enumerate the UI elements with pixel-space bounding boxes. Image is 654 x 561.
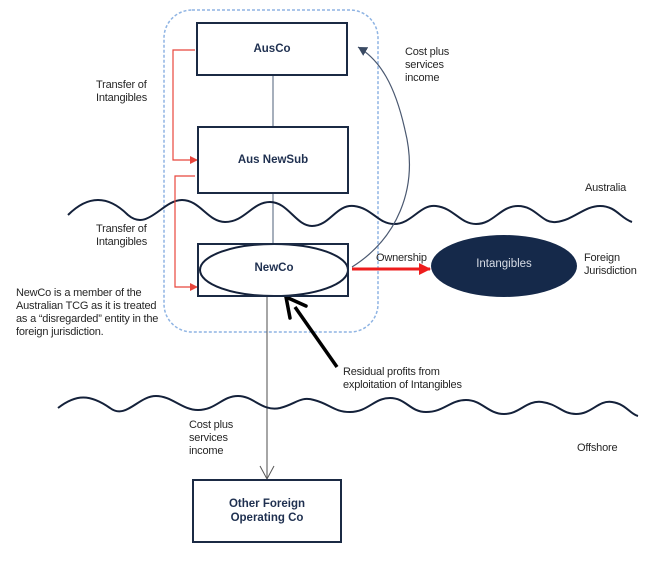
ausco-box[interactable]: AusCo xyxy=(196,22,348,76)
other-foreign-operating-co-label: Other Foreign Operating Co xyxy=(228,498,306,524)
intangibles-label: Intangibles xyxy=(476,258,532,270)
region-label-australia: Australia xyxy=(585,182,626,194)
cost-plus-services-income-top: Cost plus services income xyxy=(405,46,450,84)
transfer-of-intangibles-label-1: Transfer of Intangibles xyxy=(96,79,148,104)
residual-profits-label: Residual profits from exploitation of In… xyxy=(343,366,462,391)
residual-profits-arrow xyxy=(293,305,339,369)
australian-tcg-group-border xyxy=(163,9,379,333)
offshore-border-wave xyxy=(57,394,639,417)
transfer-arrow-ausco-to-newsub xyxy=(172,49,198,164)
region-label-foreign-jurisdiction: Foreign Jurisdiction xyxy=(584,252,637,277)
residual-profits-arrowhead xyxy=(284,295,308,320)
ausco-label: AusCo xyxy=(253,43,291,55)
cost-plus-curve-arrow xyxy=(351,46,410,268)
transfer-of-intangibles-label-2: Transfer of Intangibles xyxy=(96,223,148,248)
australia-border-wave xyxy=(67,198,633,228)
newco-tcg-note: NewCo is a member of the Australian TCG … xyxy=(16,287,159,338)
other-foreign-operating-co-box[interactable]: Other Foreign Operating Co xyxy=(192,479,342,543)
cost-plus-services-income-bottom: Cost plus services income xyxy=(189,419,234,457)
aus-newsub-label: Aus NewSub xyxy=(237,154,309,166)
ownership-label: Ownership xyxy=(376,252,427,264)
newco-label: NewCo xyxy=(254,262,294,274)
intangibles-ellipse[interactable] xyxy=(431,235,577,297)
newco-box[interactable] xyxy=(197,243,349,297)
transfer-arrow-newsub-to-newco xyxy=(174,175,198,291)
region-label-offshore: Offshore xyxy=(577,442,618,454)
aus-newsub-box[interactable]: Aus NewSub xyxy=(197,126,349,194)
